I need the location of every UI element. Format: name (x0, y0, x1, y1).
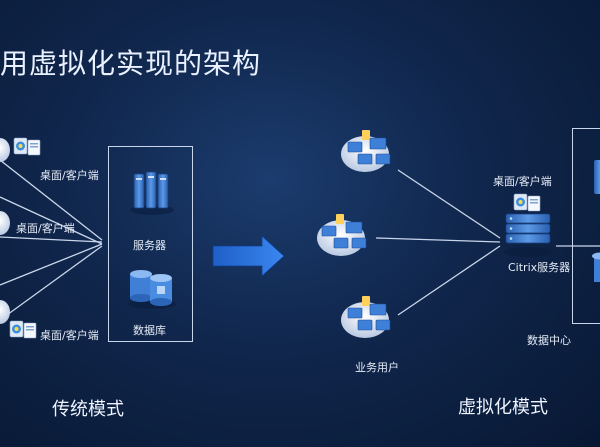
link-client-1 (0, 159, 103, 241)
citrix-server-label: Citrix服务器 (508, 261, 571, 274)
datacenter-label: 数据中心 (527, 334, 571, 347)
user-group-3 (341, 296, 391, 338)
traditional-server-box (108, 146, 193, 342)
traditional-database-icon (128, 270, 176, 309)
transition-arrow (212, 235, 285, 277)
link-user-3 (397, 245, 501, 316)
traditional-server-label: 服务器 (133, 239, 166, 252)
traditional-client-3 (0, 300, 37, 339)
desktop-icon (9, 320, 37, 339)
datacenter-database-icon (592, 252, 600, 282)
link-user-1 (397, 169, 501, 239)
virtual-client-label: 桌面/客户端 (493, 175, 552, 188)
link-user-2 (375, 237, 501, 243)
link-client-3 (0, 245, 103, 321)
traditional-client-1 (0, 137, 41, 162)
user-group-2 (317, 214, 367, 256)
traditional-client-label-3: 桌面/客户端 (40, 329, 99, 342)
datacenter-server-icon (594, 160, 600, 194)
traditional-database-label: 数据库 (133, 324, 166, 337)
virtual-desktop-icon (513, 193, 541, 212)
link-extra-2 (0, 243, 103, 286)
link-extra-1 (0, 196, 103, 245)
link-client-2 (0, 236, 103, 243)
traditional-client-2 (0, 211, 10, 235)
user-group-1 (341, 130, 391, 172)
business-users-label: 业务用户 (355, 361, 399, 374)
traditional-client-label-1: 桌面/客户端 (40, 169, 99, 182)
traditional-connection-lines (0, 159, 103, 321)
traditional-server-icon (130, 171, 174, 215)
virtual-connection-lines (375, 169, 600, 316)
datacenter-box (572, 128, 600, 324)
traditional-client-label-2: 桌面/客户端 (16, 222, 75, 235)
desktop-icon (13, 137, 41, 156)
traditional-mode-label: 传统模式 (52, 399, 124, 420)
virtual-mode-label: 虚拟化模式 (458, 397, 548, 418)
citrix-server-icon (504, 213, 552, 257)
slide-title: 用虚拟化实现的架构 (0, 47, 262, 80)
